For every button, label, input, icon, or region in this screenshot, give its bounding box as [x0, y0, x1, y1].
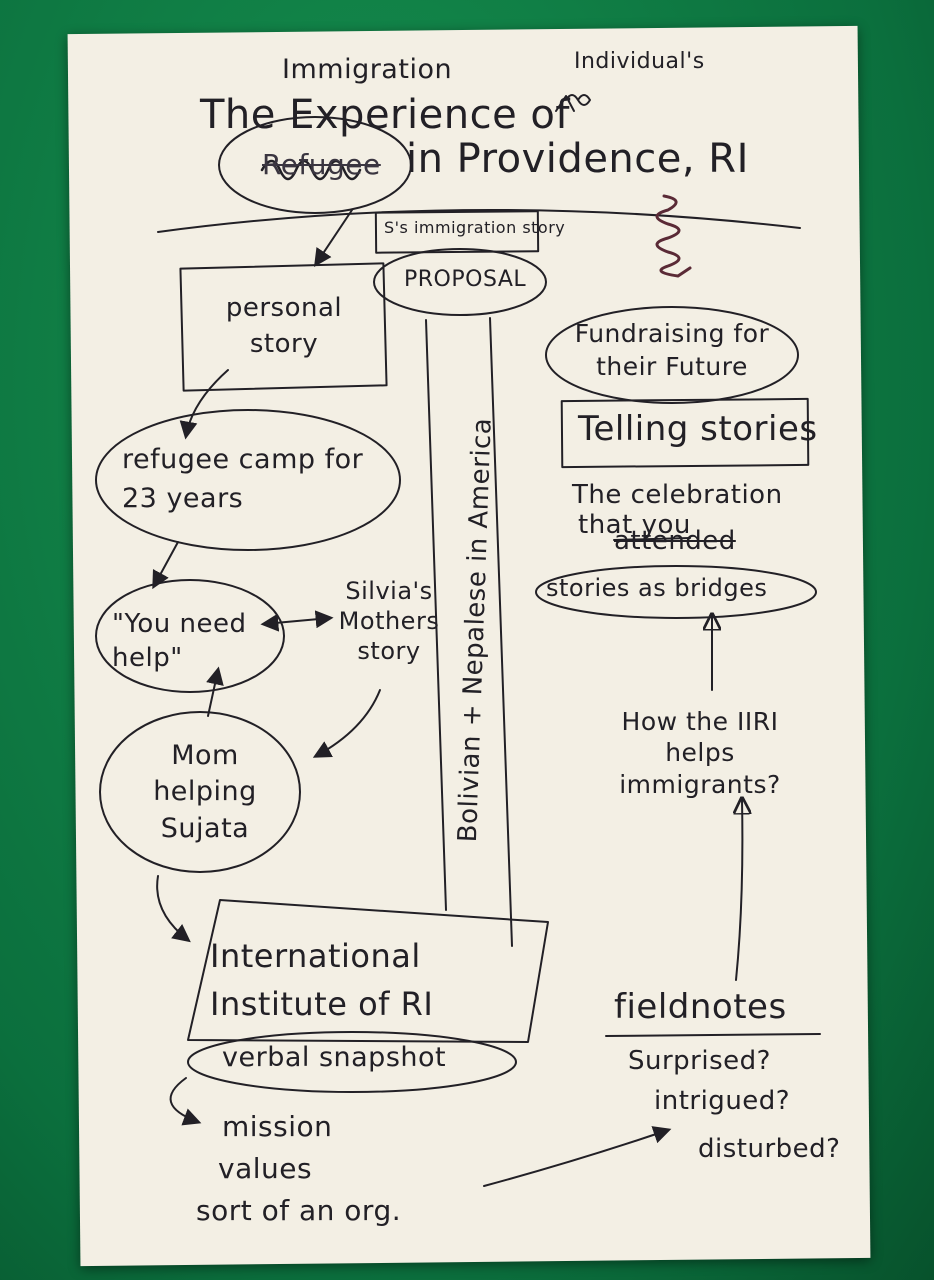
proposal-oval [373, 248, 547, 316]
dark-scribble [655, 194, 692, 278]
refugee-oval [218, 116, 412, 214]
immigration-story-box [374, 210, 540, 254]
title-strike-refugee: Refugee [262, 148, 381, 181]
you-need-help-oval [95, 579, 285, 693]
proposal-label: PROPOSAL [404, 267, 527, 292]
title-insert-individuals: Individual's [574, 49, 705, 74]
vertical-bar-left [425, 319, 447, 911]
vertical-bar-right [489, 317, 513, 947]
mission-label: mission [222, 1110, 333, 1143]
fieldnotes-label: fieldnotes [614, 987, 787, 1027]
iiri-label: International Institute of RI [210, 937, 434, 1023]
celebration-line2: that you [578, 510, 691, 540]
arrow-to-refugee-camp [179, 369, 229, 440]
arrow-to-how-iiri [736, 800, 742, 981]
attended-strike [613, 537, 691, 541]
arrow-to-fieldnotes-questions [483, 1126, 672, 1187]
values-label: values [218, 1152, 313, 1185]
refugee-camp-label: refugee camp for 23 years [122, 444, 364, 515]
personal-story-box [179, 262, 388, 392]
stories-as-bridges-oval [535, 565, 817, 619]
how-iiri-helps-label: How the IIRI helps immigrants? [619, 707, 781, 799]
you-need-help-label: "You need help" [112, 609, 247, 673]
refugee-camp-oval [95, 409, 401, 551]
arrow-silvia-to-mom [312, 689, 381, 758]
verbal-snapshot-label: verbal snapshot [222, 1042, 447, 1073]
surprised-label: Surprised? [628, 1046, 771, 1076]
fundraising-oval [545, 306, 799, 404]
verbal-snapshot-oval [187, 1031, 517, 1093]
arrow-help-silvia [260, 610, 334, 632]
insert-caret [555, 95, 575, 112]
disturbed-label: disturbed? [698, 1134, 841, 1164]
telling-stories-label: Telling stories [578, 409, 818, 449]
fieldnotes-underline [605, 1033, 821, 1037]
intrigued-label: intrigued? [654, 1086, 791, 1116]
telling-stories-box [560, 397, 810, 469]
title-insert-immigration: Immigration [282, 54, 453, 85]
individuals-scribble [565, 94, 591, 106]
arrow-to-mission [169, 1077, 202, 1126]
personal-story-label: personal story [225, 293, 343, 360]
sort-of-org-label: sort of an org. [196, 1194, 402, 1227]
arrow-mom-to-help [206, 666, 224, 717]
arrow-to-you-need-help [152, 541, 179, 590]
refugee-scribble [260, 159, 362, 181]
immigration-story-label: S's immigration story [384, 218, 566, 237]
fundraising-label: Fundraising for their Future [574, 319, 770, 381]
arrow-to-iiri [156, 875, 191, 943]
iiri-box [187, 899, 549, 1043]
mom-helping-oval [99, 711, 301, 873]
silvias-story-label: Silvia's Mothers story [338, 577, 440, 665]
title-line2: in Providence, RI [406, 136, 749, 182]
title-line1: The Experience of [200, 92, 570, 138]
celebration-line1: The celebration [572, 480, 783, 510]
mom-helping-label: Mom helping Sujata [153, 740, 257, 844]
stories-as-bridges-label: stories as bridges [546, 574, 768, 602]
arrow-to-personal-story [314, 209, 353, 267]
celebration-struck: attended [614, 526, 736, 556]
title-divider [157, 208, 801, 233]
